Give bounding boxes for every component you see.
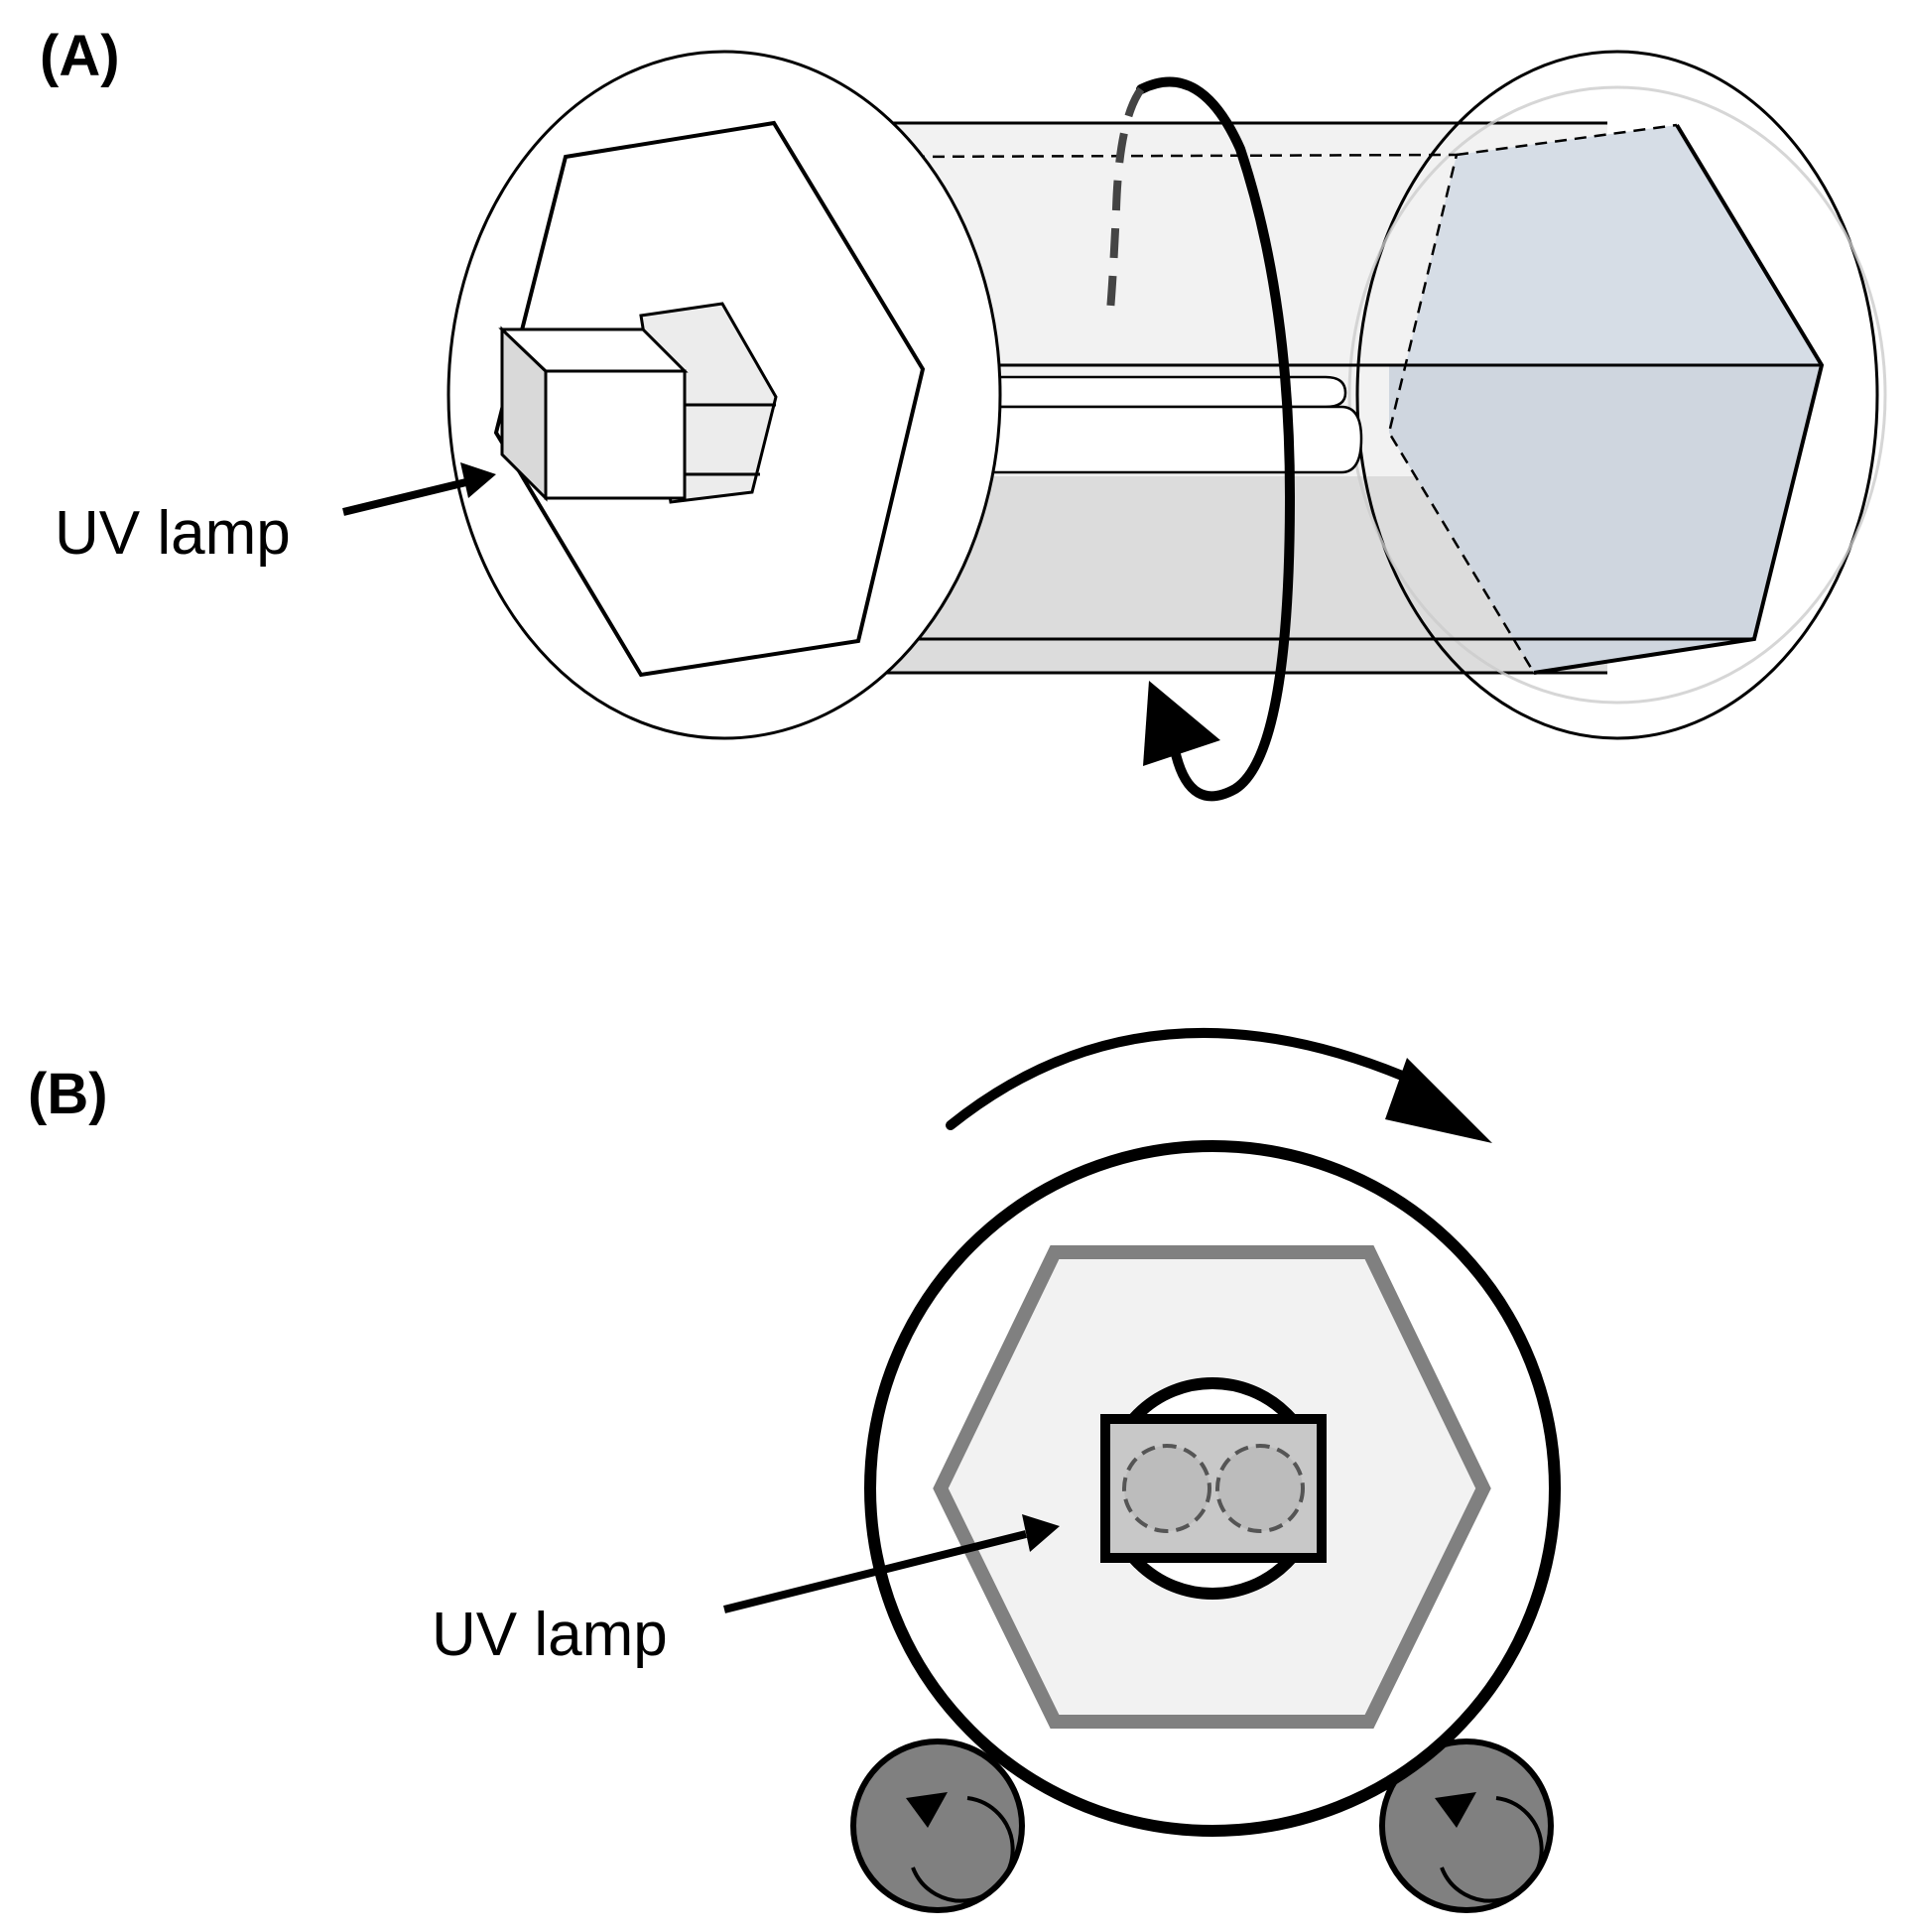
panel-b-label: (B) <box>28 1062 108 1126</box>
roller-left <box>850 1739 1025 1913</box>
roller-right <box>1379 1739 1554 1913</box>
callout-arrow-b <box>723 1530 1027 1613</box>
uv-lamp-callout-a: UV lamp <box>55 499 291 568</box>
hexagonal-prism <box>892 123 1825 675</box>
panel-a-label: (A) <box>40 24 120 88</box>
rotation-arrow-a <box>1105 76 1296 802</box>
uv-lamp-callout-b: UV lamp <box>432 1601 668 1669</box>
cylinder-right-end <box>1355 50 1879 740</box>
rotation-arrow-b <box>946 1027 1492 1143</box>
uv-lamp-base <box>498 302 778 504</box>
panel-a: (A) <box>40 24 1887 802</box>
panel-b: (B) UV lamp <box>28 1027 1561 1913</box>
callout-arrow-a <box>342 476 475 516</box>
uv-lamp-end <box>1100 1377 1327 1600</box>
